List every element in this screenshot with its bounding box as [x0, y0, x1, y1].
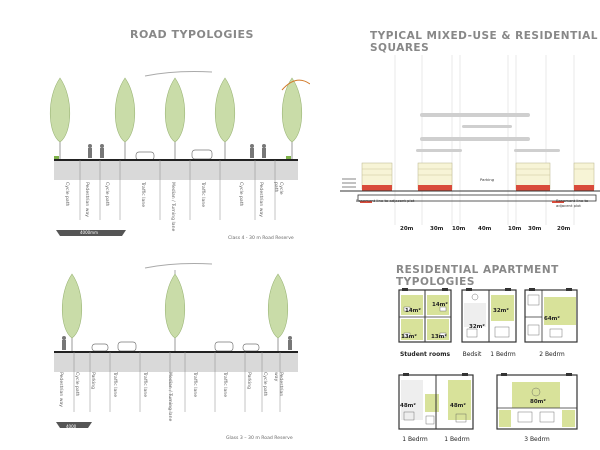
road-a-caption: Class 4 - 30 m Road Reserve: [228, 236, 294, 241]
area-label: 13m²: [431, 334, 447, 340]
lane-label: Traffic lane: [192, 372, 197, 398]
lane-label: Cycle path: [74, 372, 79, 397]
dimension-label: 20m: [557, 226, 571, 232]
area-label: 32m²: [469, 324, 485, 330]
area-label: 14m²: [405, 308, 421, 314]
tree: [49, 77, 71, 160]
lane-label: Cycle path: [262, 372, 267, 397]
road-section-b: [54, 263, 298, 428]
area-label: 64m²: [544, 316, 560, 322]
area-label: 13m²: [401, 334, 417, 340]
plan-label: 1 Bedrm: [444, 436, 470, 443]
road-typologies-title: ROAD TYPOLOGIES: [130, 28, 254, 41]
lane-label: Pedestrian way: [273, 372, 283, 397]
tree: [214, 77, 236, 160]
level-marks: [342, 178, 356, 188]
basement: [357, 194, 597, 202]
square-right-note: Basement line to adjacent plot: [556, 198, 589, 208]
lane-label: Cycle path: [273, 182, 283, 195]
plan-3bedrm: [496, 373, 578, 430]
scale-label-a: 4000mm: [80, 230, 98, 235]
area-label: 48m²: [450, 403, 466, 409]
lane-label: Median / Turning lane: [170, 182, 175, 232]
squares-title: TYPICAL MIXED-USE & RESIDENTIAL SQUARES: [370, 30, 598, 54]
tree: [281, 77, 310, 160]
area-label: 14m²: [432, 302, 448, 308]
dimension-label: 10m: [508, 226, 522, 232]
cars: [91, 341, 260, 352]
canopy-bars: [416, 113, 560, 152]
lane-label: Parking: [90, 372, 95, 390]
area-label: 32m²: [493, 308, 509, 314]
plan-label: 2 Bedrm: [539, 351, 565, 358]
lane-label: Median / Turning lane: [167, 372, 172, 422]
road-b-lane-labels: Pedestrian way Cycle path Parking Traffi…: [55, 372, 305, 421]
plan-label: 1 Bedrm: [402, 436, 428, 443]
lane-label: Traffic lane: [142, 372, 147, 398]
square-section: [340, 55, 600, 225]
plan-label: 3 Bedrm: [524, 436, 550, 443]
building: [361, 162, 393, 191]
plan-2bedrm: [524, 288, 578, 343]
figures: [88, 144, 266, 158]
tree: [164, 273, 186, 352]
cars: [135, 149, 213, 161]
tree: [164, 77, 186, 160]
lane-label: Traffic lane: [112, 372, 117, 398]
tree: [114, 77, 136, 160]
square-centre-note: Parking: [480, 177, 495, 182]
red-markers: [360, 201, 564, 203]
plan-label: Student rooms: [399, 351, 451, 358]
tree: [61, 273, 83, 352]
planters: [54, 156, 291, 160]
scale-bar: [56, 422, 92, 428]
lane-label: Traffic lane: [140, 182, 145, 208]
area-label: 80m²: [530, 399, 546, 405]
lane-label: Cycle path: [104, 182, 109, 207]
building-blocks: [361, 162, 595, 191]
dimension-label: 20m: [400, 226, 414, 232]
figures: [62, 336, 292, 350]
plan-label: Bedsit: [462, 351, 482, 358]
lane-label: Pedestrian way: [258, 182, 263, 218]
lane-label: Traffic lane: [200, 182, 205, 208]
square-left-note: Basement line to adjacent plot: [356, 198, 415, 203]
tree-row: [61, 273, 289, 352]
road-base: [54, 352, 298, 372]
building: [515, 162, 551, 191]
scale-label-b: 4000: [66, 424, 77, 429]
dimension-label: 10m: [452, 226, 466, 232]
plan-1bedrm-pair: [398, 373, 474, 430]
lane-label: Cycle path: [64, 182, 69, 207]
lane-label: Parking: [246, 372, 251, 390]
apartments-title: RESIDENTIAL APARTMENT TYPOLOGIES: [396, 264, 559, 288]
lane-label: Pedestrian way: [84, 182, 89, 218]
road-section-a: [49, 71, 310, 236]
plan-student-rooms: [398, 288, 452, 343]
building: [573, 162, 595, 191]
road-a-lane-labels: Cycle path Pedestrian way Cycle path Tra…: [55, 182, 305, 231]
lane-dividers: [73, 352, 281, 412]
lane-label: Traffic lane: [222, 372, 227, 398]
lane-dividers: [79, 160, 276, 220]
lane-label: Cycle path: [238, 182, 243, 207]
dimension-label: 30m: [528, 226, 542, 232]
tree-row: [49, 77, 310, 160]
dimension-label: 30m: [430, 226, 444, 232]
road-b-caption: Glass 3 – 30 m Road Reserve: [226, 436, 293, 441]
tree: [267, 273, 289, 352]
scale-bar: [56, 230, 126, 236]
lane-label: Pedestrian way: [58, 372, 63, 408]
dimension-label: 40m: [478, 226, 492, 232]
area-label: 48m²: [400, 403, 416, 409]
plan-label: 1 Bedrm: [490, 351, 516, 358]
building: [417, 162, 453, 191]
plan-bedsit-1bedrm: [461, 288, 517, 343]
road-base: [54, 160, 298, 180]
